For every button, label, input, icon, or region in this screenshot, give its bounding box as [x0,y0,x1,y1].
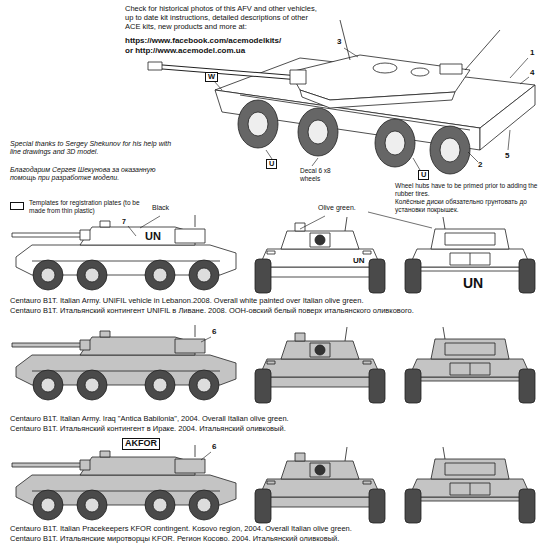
perspective-view [440,138,460,162]
perspective-view [385,131,405,155]
callout-number: 2 [478,160,482,170]
callout-number: 7 [122,218,126,226]
callout-letter: U [418,170,429,180]
leader-line [312,158,318,166]
perspective-view [150,66,300,78]
legend-text: Templates for registration plates (to be… [29,199,147,215]
row1-drawings [12,215,236,290]
leader-line [468,152,478,162]
callout-number: 4 [530,68,534,78]
perspective-view [375,119,415,167]
callout-number: 1 [530,48,534,58]
caption: Centauro B1T. Итальянские миротворцы KFO… [10,534,339,543]
legend: Templates for registration plates (to be… [10,199,147,215]
leader-line [344,48,358,57]
perspective-view [373,63,397,73]
perspective-view [148,62,162,70]
caption: Centauro B1T. Итальянский контингент UNI… [10,306,414,315]
decal-text: UN [145,230,161,243]
perspective-view [440,64,462,74]
perspective-view [465,30,500,70]
perspective-view [308,120,328,144]
leader-line [300,216,325,229]
leader-line [140,216,160,228]
row1-drawings [255,217,385,293]
perspective-view [248,112,268,136]
row1-drawings [12,215,535,293]
callout-letter: W [205,72,218,82]
callout-number: 6 [212,327,216,337]
thanks-note: Благодарим Сергея Шекунова за оказанную … [10,166,180,183]
color-note: Black [152,204,169,212]
hub-note: Колёсные диски обязательно грунтовать до… [395,198,545,214]
callout-number: 3 [337,37,341,47]
leader-line [201,337,211,342]
row3-drawings [12,445,236,520]
leader-line [413,158,420,170]
perspective-view [430,126,470,174]
perspective-view [238,100,278,148]
row3-drawings [12,445,535,523]
perspective-view [340,20,350,60]
thanks-note: Special thanks to Sergey Shekunov for hi… [10,140,180,157]
row2-drawings [12,325,236,400]
caption: Centauro B1T. Italian Army. UNIFIL vehic… [10,296,364,305]
perspective-view [298,108,338,156]
leader-line [128,48,529,460]
perspective-view [150,66,300,78]
perspective-view [300,90,455,108]
leader-line [368,212,432,228]
caption: Centauro B1T. Italian Army. Iraq "Antica… [10,414,289,423]
decal-text: AKFOR [122,438,160,450]
callout-letter: U [266,159,277,169]
info-text: Check for historical photos of this AFV … [125,4,325,31]
leader-line [266,150,272,159]
leader-line [510,58,528,78]
decal-note: Decal 6 x8 wheels [300,167,348,183]
row2-drawings [255,327,385,403]
leader-line [214,81,222,90]
perspective-view [480,85,535,150]
row3-drawings [405,447,535,523]
perspective-view [411,68,429,76]
row3-drawings [255,447,385,523]
url-text: or http://www.acemodel.com.ua [125,46,245,56]
perspective-view [290,70,306,84]
hub-note: Wheel hubs have to be primed prior to ad… [395,182,545,198]
leader-line [508,130,510,150]
leader-line [520,77,529,84]
color-note: Olive green. [318,204,356,212]
decal-text: UN [463,275,483,292]
perspective-view [238,100,470,174]
perspective-view [248,112,460,162]
leader-line [128,226,136,236]
callout-number: 5 [505,151,509,161]
leader-line [201,452,211,460]
decal-text: UN [353,256,365,266]
caption: Centauro B1T. Italian Pracekeepers KFOR … [10,524,352,533]
callout-number: 6 [212,442,216,452]
url-text: https://www.facebook.com/acemodelkits/ [125,36,281,46]
row2-drawings [12,325,535,403]
template-sample [10,202,24,210]
row2-drawings [405,327,535,403]
caption: Centauro B1T. Итальянский контингент в И… [10,424,286,433]
row1-drawings [405,217,535,293]
